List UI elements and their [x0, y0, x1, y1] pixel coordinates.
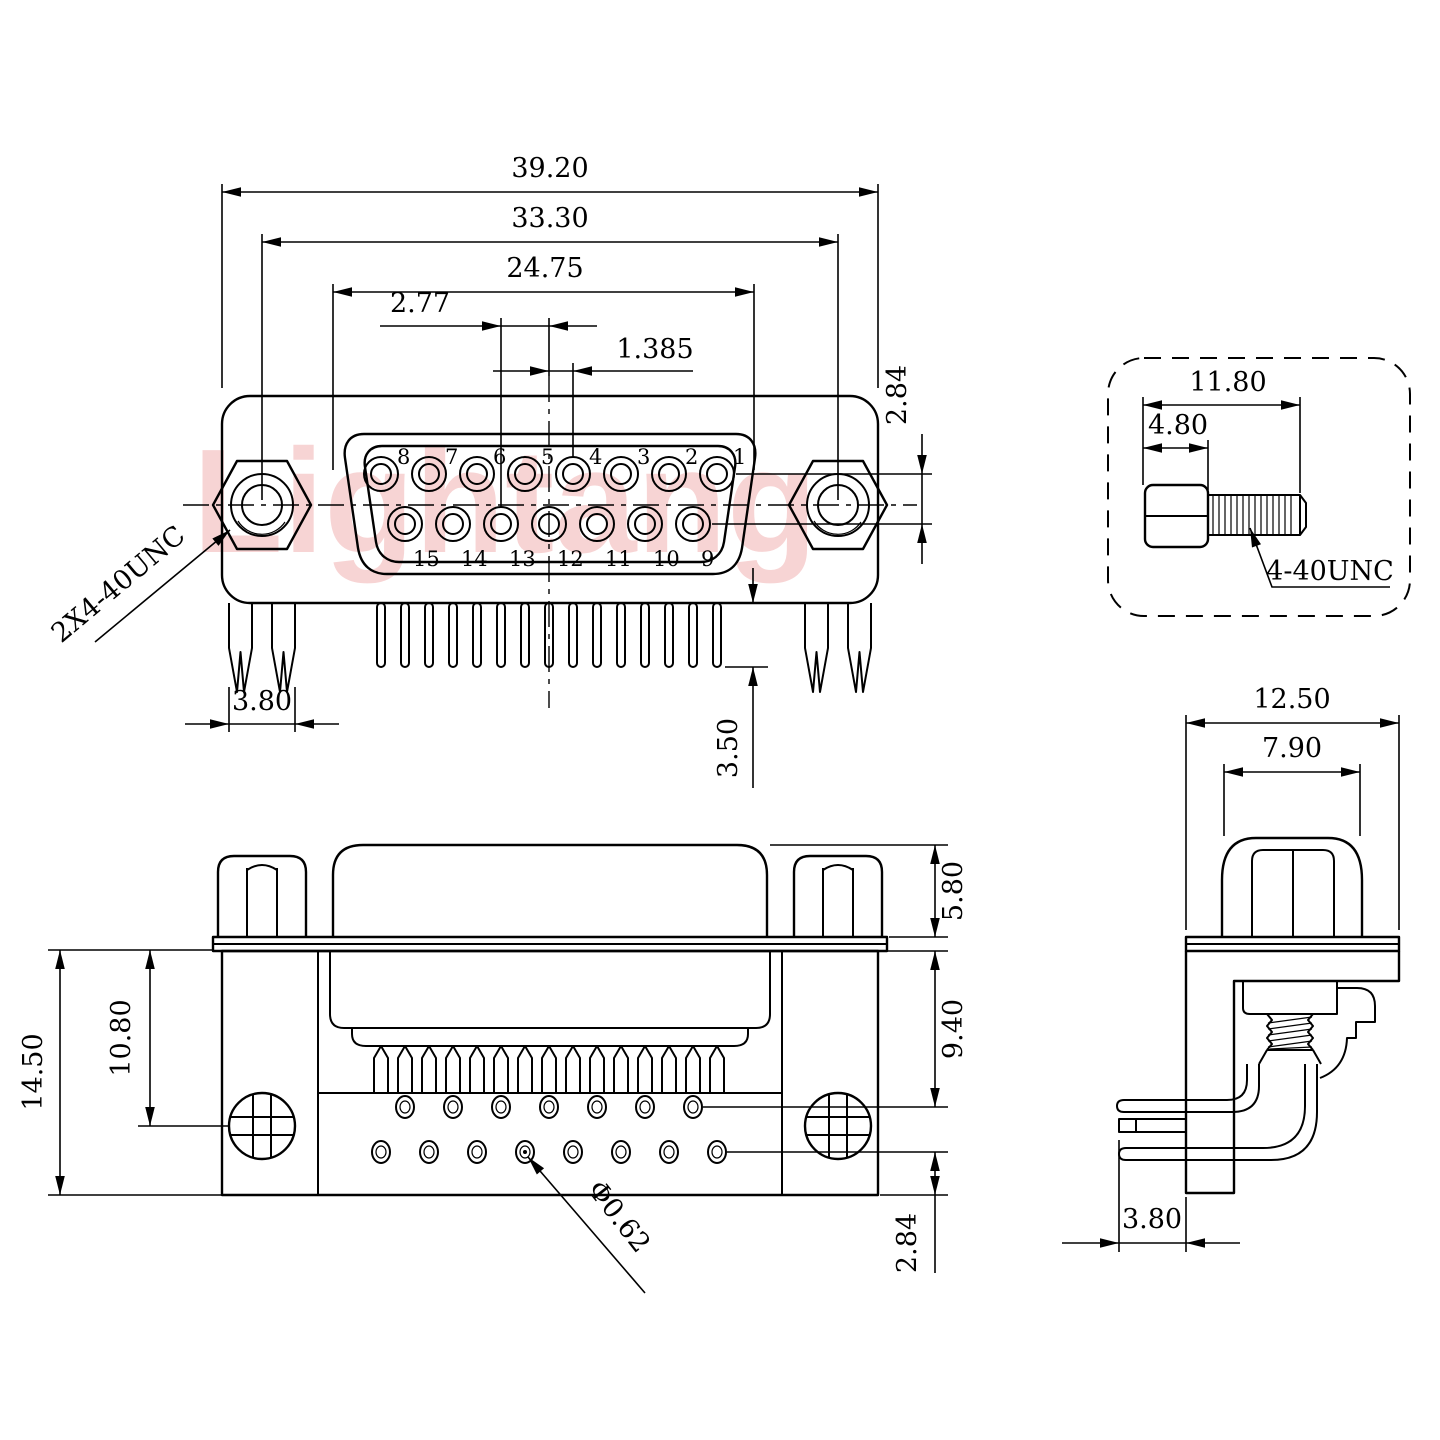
dim-overall-width: 39.20 — [511, 153, 588, 184]
dim-depth: 12.50 — [1253, 684, 1330, 715]
jackscrew-side — [1143, 483, 1307, 549]
dim-screw-axis: 10.80 — [106, 999, 137, 1076]
solder-holes-top-row — [395, 1095, 703, 1119]
dim-mount-spacing: 33.30 — [511, 203, 588, 234]
left-standoff — [216, 854, 308, 937]
dim-standoff-height: 5.80 — [938, 861, 969, 921]
right-standoff — [792, 854, 884, 937]
thread-hatch — [1212, 495, 1292, 535]
solder-holes-bottom-row — [371, 1140, 727, 1164]
watermark-text: Lightang — [193, 419, 818, 584]
threaded-insert — [1258, 1013, 1322, 1065]
dim-row-offset: 1.385 — [616, 334, 693, 365]
side-flange — [1184, 935, 1401, 953]
pin-label: 9 — [701, 547, 714, 571]
side-view: 12.50 7.90 3.80 — [1062, 684, 1401, 1252]
dim-total-height: 14.50 — [18, 1033, 49, 1110]
rear-view: 14.50 10.80 5.80 9.40 — [18, 843, 969, 1294]
right-jackscrew-hex — [787, 459, 889, 551]
pin-label: 7 — [445, 445, 458, 469]
insert-outline-inner — [351, 1028, 749, 1047]
dim-pin-pitch: 2.77 — [390, 288, 450, 319]
screw-detail-view: 11.80 4.80 4-40UNC — [1107, 357, 1411, 617]
bent-pin-front-row — [1116, 1064, 1260, 1113]
dim-hood-width: 7.90 — [1262, 733, 1322, 764]
rear-body — [220, 949, 880, 1197]
hole-diameter-callout: Φ0.62 — [581, 1175, 656, 1259]
dim-screw-length: 11.80 — [1189, 367, 1266, 398]
side-hood — [1220, 836, 1364, 937]
shell-hood — [331, 843, 769, 937]
dim-pin-offset: 3.80 — [1122, 1204, 1182, 1235]
insert-funnel — [1258, 1049, 1322, 1065]
pin-label: 14 — [461, 547, 488, 571]
thread-callout-detail: 4-40UNC — [1266, 556, 1394, 587]
contact-holes-top-row — [363, 456, 735, 492]
insert-hatch — [1267, 1016, 1313, 1050]
dim-lock-width: 3.80 — [232, 686, 292, 717]
pin-label: 13 — [509, 547, 536, 571]
dim-row-to-edge: 2.84 — [892, 1213, 923, 1273]
pin-label: 11 — [605, 547, 632, 571]
pin-label: 3 — [637, 445, 650, 469]
right-screw-head — [803, 1091, 873, 1161]
detail-boundary-box — [1107, 357, 1411, 617]
shaft-end-chamfer — [1299, 494, 1307, 536]
pin-label: 4 — [589, 445, 602, 469]
pin-label: 8 — [397, 445, 410, 469]
thread-callout: 2X4-40UNC — [46, 520, 192, 649]
insert-outline-outer — [329, 951, 771, 1029]
dim-head-length: 4.80 — [1148, 410, 1208, 441]
dim-body-height: 9.40 — [938, 999, 969, 1059]
pin-label: 2 — [685, 445, 698, 469]
pin-label: 5 — [541, 445, 554, 469]
left-screw-head — [227, 1091, 297, 1161]
pin-label: 15 — [413, 547, 440, 571]
dim-row-spacing: 2.84 — [882, 365, 913, 425]
solder-pin-comb — [376, 602, 722, 668]
molded-housing — [1242, 981, 1376, 1079]
side-view-dimensions: 12.50 7.90 3.80 — [1062, 684, 1400, 1252]
mounting-flange — [211, 935, 889, 953]
pin-label: 12 — [557, 547, 584, 571]
board-locks — [228, 603, 872, 693]
pin-label: 1 — [733, 445, 746, 469]
pin-label: 6 — [493, 445, 506, 469]
dim-shell-width: 24.75 — [506, 253, 583, 284]
pin-label: 10 — [653, 547, 680, 571]
pin-number-labels: 8 7 6 5 4 3 2 1 15 14 13 12 11 10 9 — [397, 445, 746, 571]
rear-pin-comb — [373, 1045, 725, 1093]
d-shell-inner — [363, 444, 737, 564]
dim-pin-length: 3.50 — [713, 718, 744, 778]
side-board-lock — [1118, 1118, 1187, 1133]
detail-dimensions: 11.80 4.80 4-40UNC — [1142, 367, 1394, 588]
